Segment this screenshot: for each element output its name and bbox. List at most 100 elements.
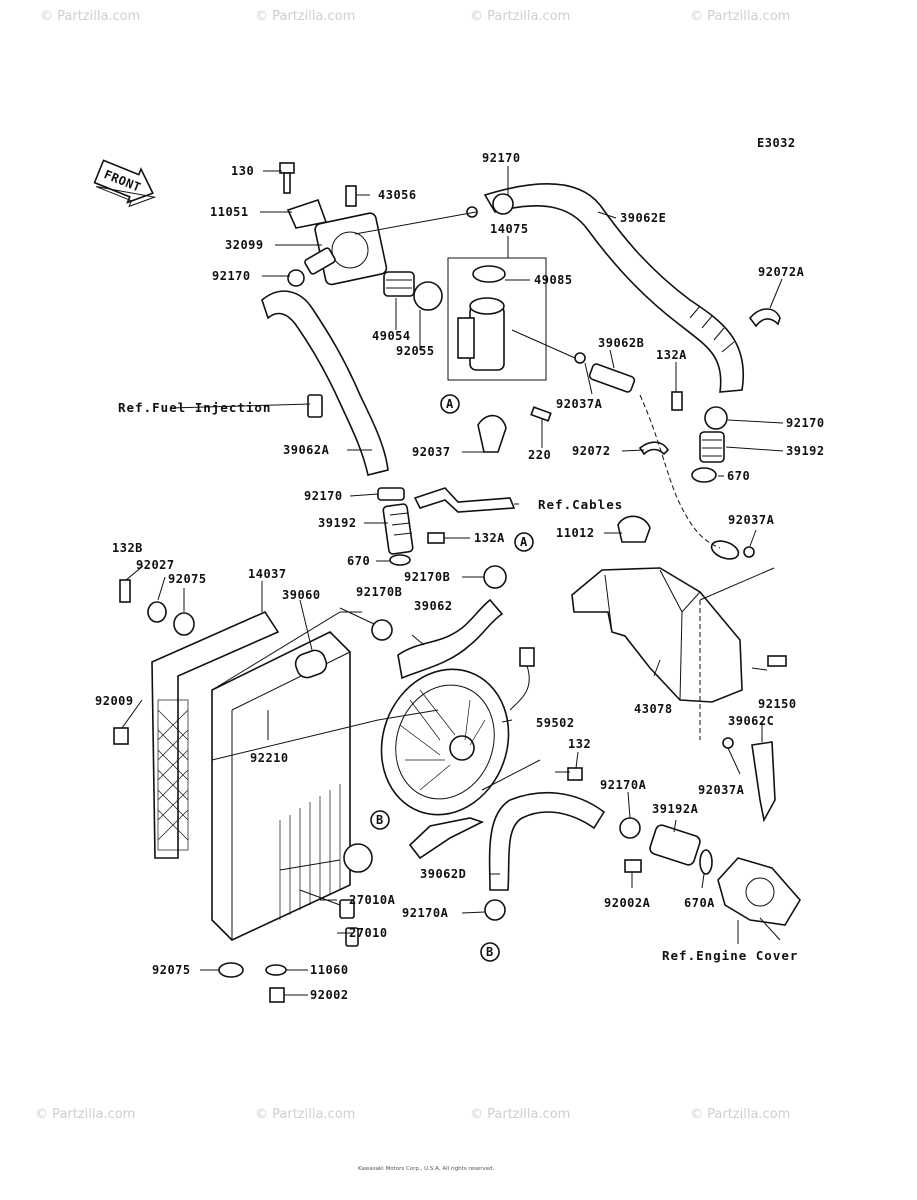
part-labels: 130 11051 43056 32099 92170 14075 49085 … bbox=[95, 151, 825, 1002]
svg-text:B: B bbox=[376, 813, 384, 827]
label-92002: 92002 bbox=[310, 988, 349, 1002]
label-43056: 43056 bbox=[378, 188, 417, 202]
hose-39062B[interactable] bbox=[588, 363, 636, 393]
filler-neck-14075[interactable] bbox=[469, 305, 505, 371]
watermark: © Partzilla.com bbox=[690, 1107, 790, 1122]
diagram-code: E3032 bbox=[757, 136, 796, 150]
sensor-fuel-injection[interactable] bbox=[307, 394, 323, 418]
label-132A-mid: 132A bbox=[474, 531, 505, 545]
bolt-92002[interactable] bbox=[269, 987, 285, 1003]
fitting-39192A[interactable] bbox=[648, 824, 701, 867]
label-39192-right: 39192 bbox=[786, 444, 825, 458]
washer-11060[interactable] bbox=[265, 964, 287, 976]
sensor-27010A[interactable] bbox=[339, 899, 355, 919]
clamp-92170-left[interactable] bbox=[287, 269, 305, 287]
label-130: 130 bbox=[231, 164, 254, 178]
clamp-92170B-left[interactable] bbox=[371, 619, 393, 641]
label-49054: 49054 bbox=[372, 329, 411, 343]
clamp-92072A[interactable] bbox=[748, 308, 781, 328]
o-ring-92055[interactable] bbox=[413, 281, 443, 311]
clamp-92170-mid[interactable] bbox=[377, 487, 405, 501]
label-670-mid: 670 bbox=[347, 554, 370, 568]
label-92037A-mid: 92037A bbox=[556, 397, 603, 411]
hose-39062A[interactable] bbox=[261, 290, 389, 476]
cooling-fan-59502[interactable] bbox=[361, 651, 528, 832]
label-92170-mid: 92170 bbox=[304, 489, 343, 503]
bolt-132[interactable] bbox=[567, 767, 583, 781]
watermark: © Partzilla.com bbox=[255, 9, 355, 24]
thermostat-49054[interactable] bbox=[383, 271, 415, 297]
bolt-220[interactable] bbox=[530, 406, 552, 422]
bolt-130-head bbox=[279, 162, 295, 174]
clamp-92170A-low[interactable] bbox=[484, 899, 506, 921]
o-ring-670-mid[interactable] bbox=[389, 554, 411, 566]
reservoir-tank-43078[interactable] bbox=[571, 567, 743, 703]
bolt-92002A[interactable] bbox=[624, 859, 642, 873]
bolt-132B[interactable] bbox=[119, 579, 131, 603]
bolt-132A-mid[interactable] bbox=[427, 532, 445, 544]
label-11051: 11051 bbox=[210, 205, 249, 219]
bolt-92009[interactable] bbox=[113, 727, 129, 745]
clamp-92072[interactable] bbox=[638, 441, 670, 456]
bolt-132A-top[interactable] bbox=[671, 391, 683, 411]
shroud-grille-hatch bbox=[157, 709, 189, 841]
radiator-39060[interactable] bbox=[211, 631, 351, 941]
label-39060: 39060 bbox=[282, 588, 321, 602]
label-39192-mid: 39192 bbox=[318, 516, 357, 530]
bolt-43056[interactable] bbox=[345, 185, 357, 207]
label-27010: 27010 bbox=[349, 926, 388, 940]
bolt-130[interactable] bbox=[283, 172, 291, 194]
housing-outlet bbox=[304, 247, 336, 275]
watermarks: © Partzilla.com © Partzilla.com © Partzi… bbox=[35, 9, 790, 1122]
callout-a-1: A bbox=[440, 394, 460, 414]
thermostat-49054-detail bbox=[386, 279, 412, 289]
fitting-39192-mid[interactable] bbox=[382, 503, 414, 555]
clamp-92170-right[interactable] bbox=[704, 406, 728, 430]
grommet-92075-top[interactable] bbox=[173, 612, 195, 636]
fitting-39192-right[interactable] bbox=[699, 431, 725, 463]
watermark: © Partzilla.com bbox=[470, 9, 570, 24]
engine-cover-bore bbox=[745, 877, 775, 907]
bolt-92150[interactable] bbox=[767, 655, 787, 667]
label-14075: 14075 bbox=[490, 222, 529, 236]
fitting-39192-ribs bbox=[702, 439, 722, 457]
cable-bracket[interactable] bbox=[413, 487, 516, 513]
radiator-edges bbox=[231, 651, 351, 940]
o-ring-670A[interactable] bbox=[699, 849, 713, 875]
hose-39062E[interactable] bbox=[483, 183, 745, 393]
radiator-cap-49085[interactable] bbox=[472, 265, 506, 283]
label-92037: 92037 bbox=[412, 445, 451, 459]
collar-92027[interactable] bbox=[147, 601, 167, 623]
label-670A: 670A bbox=[684, 896, 715, 910]
label-92170-top: 92170 bbox=[482, 151, 521, 165]
hose-39062[interactable] bbox=[397, 598, 504, 680]
label-92150: 92150 bbox=[758, 697, 797, 711]
copyright-text: Kawasaki Motors Corp., U.S.A. All rights… bbox=[358, 1166, 495, 1172]
clamp-92170A-right[interactable] bbox=[619, 817, 641, 839]
clamp-92037A-low[interactable] bbox=[722, 737, 734, 749]
label-11060: 11060 bbox=[310, 963, 349, 977]
reservoir-cap-11012[interactable] bbox=[617, 515, 651, 543]
label-32099: 32099 bbox=[225, 238, 264, 252]
clamp-92037[interactable] bbox=[477, 414, 507, 453]
bracket-11051[interactable] bbox=[286, 198, 328, 229]
o-ring-670-right[interactable] bbox=[691, 467, 717, 483]
label-92170B-left: 92170B bbox=[356, 585, 402, 599]
label-92055: 92055 bbox=[396, 344, 435, 358]
clamp-92170-top[interactable] bbox=[492, 193, 514, 215]
clamp-92170B-mid[interactable] bbox=[483, 565, 507, 589]
front-arrow-icon: FRONT bbox=[93, 159, 157, 208]
hose-39062D[interactable] bbox=[488, 791, 606, 891]
label-92075-bottom: 92075 bbox=[152, 963, 191, 977]
grommet-92075-bottom[interactable] bbox=[218, 962, 244, 978]
label-132B: 132B bbox=[112, 541, 143, 555]
watermark: © Partzilla.com bbox=[35, 1107, 135, 1122]
clamp-92037A-right[interactable] bbox=[743, 546, 755, 558]
clamp-92037A-mid[interactable] bbox=[574, 352, 586, 364]
hose-39062C[interactable] bbox=[751, 741, 776, 823]
radiator-shroud-14037[interactable] bbox=[151, 610, 280, 859]
engine-cover-part bbox=[717, 857, 801, 926]
label-670-right: 670 bbox=[727, 469, 750, 483]
label-39062C: 39062C bbox=[728, 714, 774, 728]
